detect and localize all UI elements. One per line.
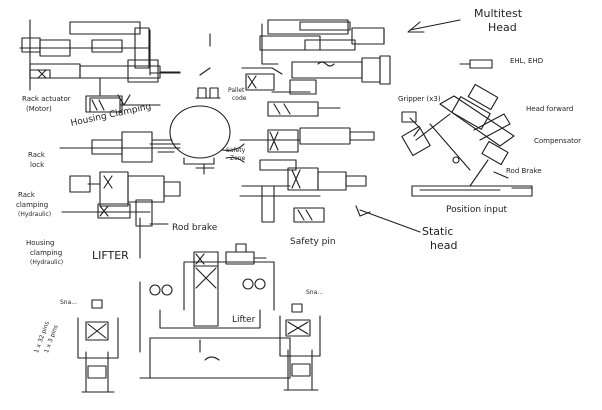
right-assembly: [401, 59, 533, 197]
center-lifter: [139, 217, 291, 379]
label-multitest-head: Multitest: [474, 7, 523, 20]
label-static-head: Static: [422, 225, 454, 238]
label-housing-clamping-hydraulic: Housing: [26, 239, 55, 247]
label-rack-clamping-3: (Hydraulic): [18, 211, 52, 218]
label-rack-clamping-2: clamping: [16, 201, 49, 209]
label-rack-clamping: Rack: [18, 191, 35, 199]
label-pallet-code-2: code: [232, 95, 247, 102]
label-rack-lock: Rack: [28, 151, 45, 159]
bottom-left-snapshot: [77, 299, 119, 393]
label-snapshot-left: Sna...: [60, 299, 78, 306]
label-rack-lock-2: lock: [30, 161, 45, 169]
label-rod-brake-right: Rod Brake: [506, 167, 542, 175]
label-ehl-ehd: EHL, EHD: [510, 57, 544, 65]
label-position-input: Position input: [446, 205, 508, 215]
label-compensator: Compensator: [534, 137, 582, 145]
label-multitest-head-2: Head: [488, 21, 517, 34]
label-safety-pin: Safety pin: [290, 237, 336, 247]
pallet-disc: [149, 105, 245, 175]
label-center-scribble: Safety: [226, 147, 246, 154]
label-center-scribble-2: Zone: [230, 155, 246, 162]
label-gripper: Gripper (x3): [398, 95, 441, 103]
left-mid-mechanism: [59, 95, 181, 227]
label-rack-actuator: Rack actuator: [22, 95, 71, 103]
label-snapshot-right: Sna...: [306, 289, 324, 296]
label-lifter-center: Lifter: [232, 315, 256, 325]
label-housing-clamping-hydraulic-3: (Hydraulic): [30, 259, 64, 266]
bottom-right-snapshot: [279, 303, 321, 391]
label-head-forward: Head forward: [526, 105, 574, 113]
label-housing-clamping-hydraulic-2: clamping: [30, 249, 63, 257]
label-static-head-2: head: [430, 239, 458, 252]
right-mid-mechanism: [239, 127, 375, 223]
label-rod-brake-center: Rod brake: [172, 223, 218, 233]
label-lifter-left: LIFTER: [92, 249, 129, 262]
label-pallet-code: Pallet: [228, 87, 245, 94]
top-right-mechanism: [241, 19, 391, 117]
callout-arrows: [355, 19, 461, 233]
label-rack-actuator-motor: (Motor): [26, 105, 52, 113]
top-left-mechanism: [19, 19, 181, 113]
top-center-mechanism: [149, 33, 221, 99]
